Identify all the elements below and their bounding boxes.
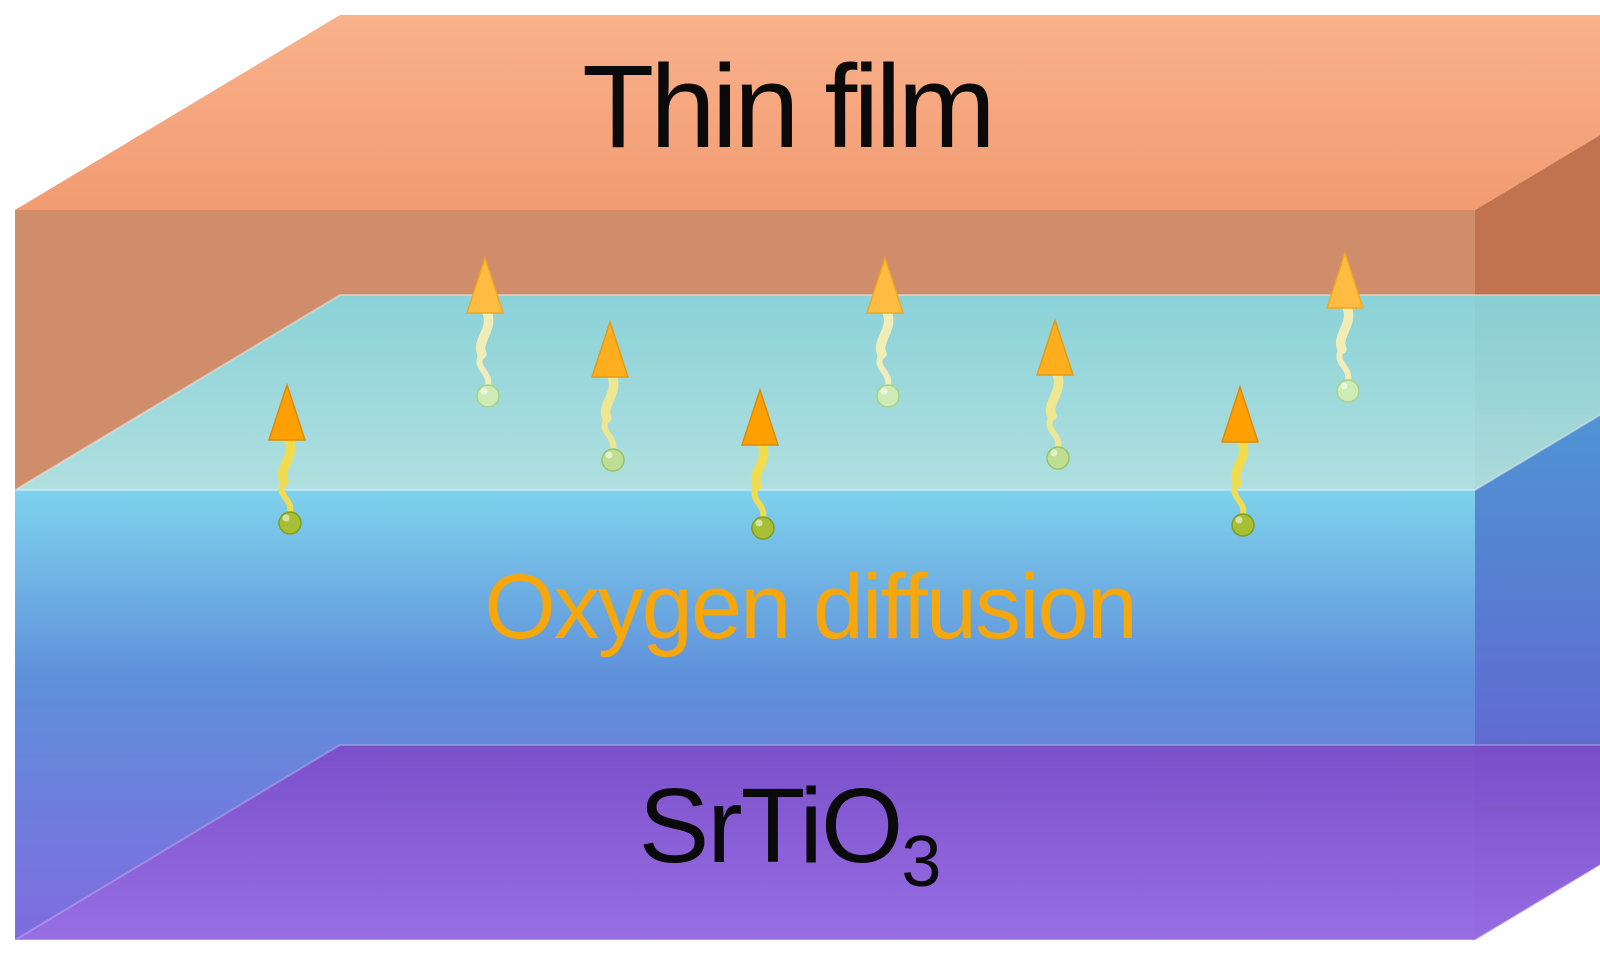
substrate-label-main: SrTiO xyxy=(639,767,902,885)
thin-film-label: Thin film xyxy=(582,41,992,173)
substrate-label: SrTiO3 xyxy=(639,767,942,902)
substrate-label-subscript: 3 xyxy=(901,822,941,902)
substrate-bottom-face xyxy=(11,744,1600,941)
oxygen-diffusion-label: Oxygen diffusion xyxy=(484,556,1136,658)
thin-film-top-face xyxy=(15,15,1600,210)
interface-plane xyxy=(11,294,1600,491)
